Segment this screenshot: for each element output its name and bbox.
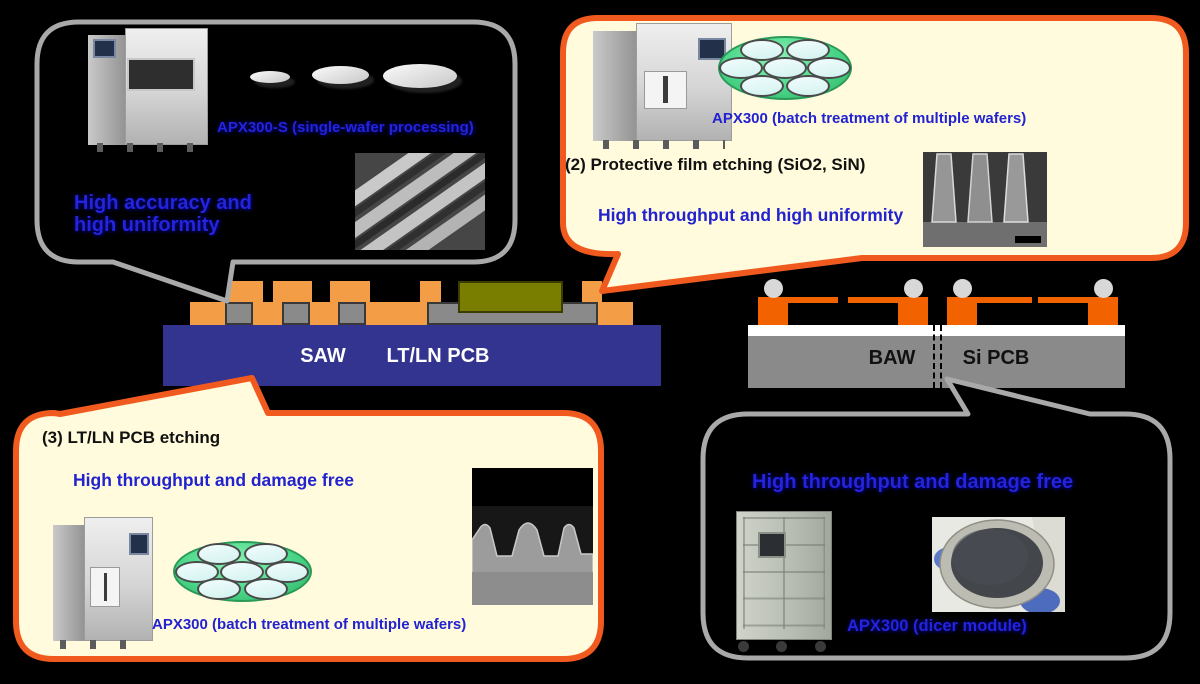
sem-image-trench-etch [923,152,1047,247]
baw-substrate-label: Si PCB [962,347,1030,369]
dicer-caster-wheel [815,641,827,652]
carrier-wafer [719,57,763,79]
carrier-wafer [786,39,830,61]
baw-resonator-block [1088,297,1118,325]
machine-control-screen [698,38,727,60]
sem-image-idt-electrodes [355,153,485,250]
carrier-wafer [175,561,219,583]
saw-film-right [598,302,633,325]
saw-cap-bump [225,281,263,302]
machine-feet [60,639,148,649]
equipment-photo-apx300 [593,23,735,149]
baw-bump-ball [1094,279,1113,298]
saw-cap-bump [330,281,370,302]
baw-device-label: BAW [868,347,916,369]
step-title-protective-film-etching: (2) Protective film etching (SiO2, SiN) [565,155,866,174]
benefit-text-bottom-left: High throughput and damage free [73,470,354,490]
carrier-wafer [220,561,264,583]
machine-side-panel [593,30,636,142]
saw-idt-electrode [338,302,366,325]
carrier-wafer [740,39,784,61]
carrier-wafer [740,75,784,97]
carrier-wafer [197,543,241,565]
machine-feet [602,140,726,149]
machine-door [89,567,121,607]
carrier-wafer [244,578,288,600]
machine-control-screen [128,532,149,556]
machine-side-panel [53,524,84,642]
dicer-display [757,532,786,558]
carrier-wafer [265,561,309,583]
baw-bump-ball [953,279,972,298]
carrier-wafer [786,75,830,97]
benefit-text-top-right: High throughput and high uniformity [598,205,904,225]
equipment-label-apx300s: APX300-S (single-wafer processing) [217,119,474,136]
wafer-medium [312,66,369,84]
baw-dicing-line [940,325,942,388]
machine-door-slot [103,572,107,602]
baw-cross-section: BAW Si PCB [748,279,1125,388]
baw-membrane-layer [748,325,1125,336]
benefit-line2: high uniformity [74,214,220,236]
machine-window [127,57,196,92]
saw-idt-electrode [225,302,253,325]
equipment-photo-dicer [732,508,836,652]
saw-device-label: SAW [300,345,346,367]
saw-cap-bump [273,281,312,302]
wafer-carrier-illustration-2 [173,541,312,602]
machine-feet [96,143,202,152]
baw-membrane-bar [1038,297,1088,303]
benefit-text-top-left: High accuracy and high uniformity [74,192,252,236]
saw-cap-bump [582,281,602,302]
sem-image-ltln-etch-profile [472,468,593,605]
baw-bump-ball [764,279,783,298]
wafer-carrier-illustration [718,36,852,100]
carrier-wafer [197,578,241,600]
baw-membrane-bar [788,297,838,303]
machine-door-slot [663,76,669,104]
step-title-ltln-pcb-etching: (3) LT/LN PCB etching [42,428,221,447]
equipment-label-apx300-batch-2: APX300 (batch treatment of multiple wafe… [152,616,467,633]
machine-door [644,70,687,109]
baw-substrate [748,336,1125,388]
dicer-cabinet [736,510,832,641]
wafer-large [383,64,457,88]
saw-substrate-label: LT/LN PCB [386,345,490,367]
baw-membrane-bar [977,297,1032,303]
dicer-caster-wheel [738,641,750,652]
machine-control-screen [92,39,117,58]
carrier-wafer [244,543,288,565]
benefit-text-bottom-right: High throughput and damage free [752,471,1074,493]
saw-cap-bump [420,281,441,302]
baw-bump-ball [904,279,923,298]
equipment-label-apx300-batch: APX300 (batch treatment of multiple wafe… [712,110,1027,127]
photo-wafer-on-dicing-frame [932,517,1065,612]
baw-membrane-bar [848,297,898,303]
benefit-line1: High accuracy and [74,192,252,214]
saw-chip [458,281,563,313]
wafer-small [250,71,290,83]
carrier-wafer [807,57,851,79]
baw-resonator-block [758,297,788,325]
baw-resonator-block [898,297,928,325]
baw-resonator-block [947,297,977,325]
saw-cross-section: SAW LT/LN PCB [163,281,661,386]
carrier-wafer [763,57,807,79]
dicer-caster-wheel [775,641,787,652]
equipment-label-apx300-dicer: APX300 (dicer module) [847,617,1027,635]
equipment-photo-apx300s [88,28,210,152]
saw-idt-electrode [282,302,310,325]
baw-dicing-line [933,325,935,388]
equipment-photo-apx300-2 [53,517,155,649]
